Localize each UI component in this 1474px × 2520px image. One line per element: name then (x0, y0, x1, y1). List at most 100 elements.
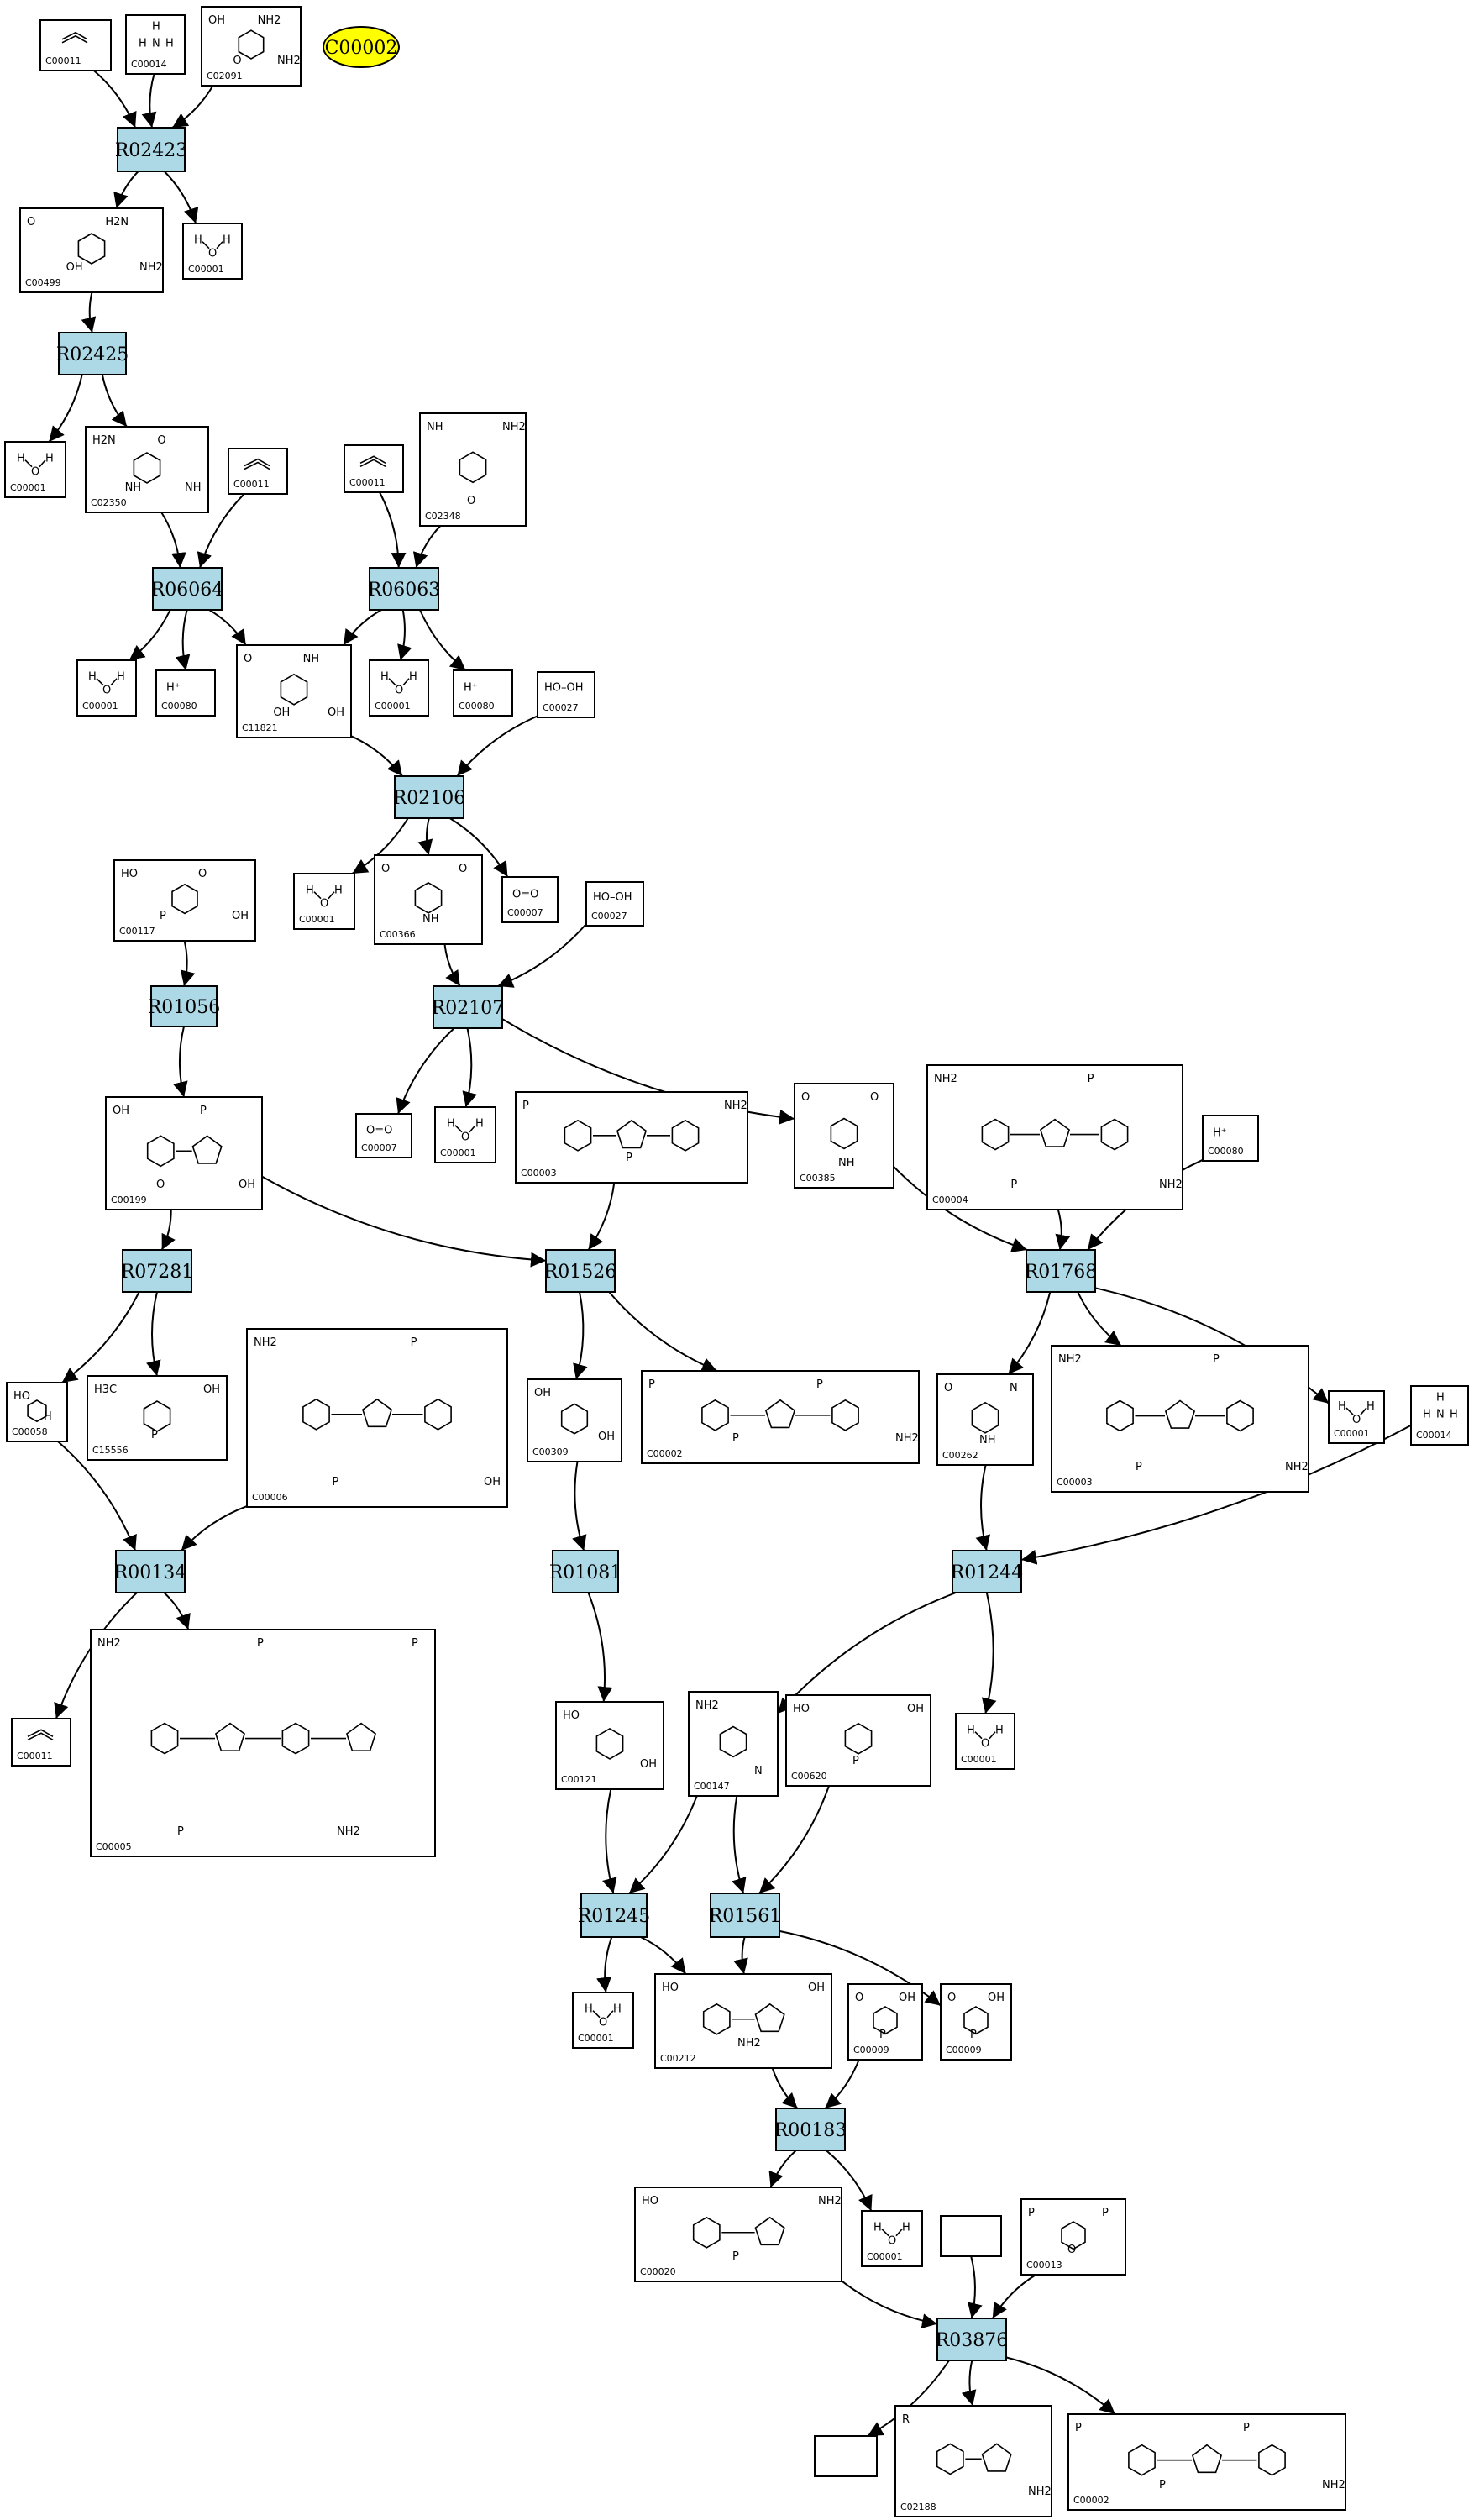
compound-box[interactable] (369, 659, 429, 717)
reaction-r07281[interactable]: R07281 (121, 1249, 194, 1293)
reaction-box[interactable] (122, 1249, 192, 1293)
reaction-box[interactable] (710, 1893, 780, 1938)
reaction-r02423[interactable]: R02423 (115, 127, 188, 172)
compound-blank_b[interactable] (814, 2435, 878, 2477)
compound-c00011_d[interactable]: C00011 (11, 1718, 71, 1767)
compound-box[interactable] (1202, 1115, 1259, 1162)
compound-box[interactable] (453, 669, 513, 717)
compound-box[interactable] (182, 223, 243, 280)
compound-box[interactable] (434, 1106, 496, 1163)
compound-box[interactable] (85, 426, 209, 513)
reaction-box[interactable] (936, 2318, 1007, 2361)
reaction-box[interactable] (580, 1893, 648, 1938)
compound-box[interactable] (814, 2435, 878, 2477)
compound-box[interactable] (344, 444, 404, 493)
reaction-box[interactable] (1026, 1249, 1096, 1293)
compound-box[interactable] (236, 644, 352, 738)
compound-box[interactable] (688, 1691, 779, 1797)
reaction-box[interactable] (369, 567, 439, 611)
reaction-r00134[interactable]: R00134 (114, 1550, 187, 1593)
reaction-box[interactable] (394, 775, 464, 819)
compound-box[interactable] (1067, 2413, 1346, 2511)
compound-box[interactable] (794, 1083, 894, 1189)
compound-box[interactable] (90, 1629, 436, 1857)
reaction-box[interactable] (952, 1550, 1022, 1593)
reaction-r01081[interactable]: R01081 (549, 1550, 622, 1593)
compound-box[interactable] (847, 1983, 923, 2061)
reaction-r01245[interactable]: R01245 (578, 1893, 651, 1938)
compound-box[interactable] (940, 2215, 1002, 2257)
compound-box[interactable] (228, 448, 288, 495)
compound-box[interactable] (894, 2405, 1052, 2517)
compound-box[interactable] (585, 881, 644, 927)
compound-box[interactable] (105, 1096, 263, 1210)
reaction-box[interactable] (775, 2108, 846, 2151)
compound-box[interactable] (11, 1718, 71, 1767)
compound-box[interactable] (634, 2187, 842, 2282)
compound-box[interactable] (19, 207, 164, 293)
compound-box[interactable] (555, 1701, 664, 1790)
compound-box[interactable] (1020, 2198, 1126, 2276)
compound-box[interactable] (374, 854, 483, 945)
compound-box[interactable] (537, 671, 595, 718)
compound-box[interactable] (1328, 1390, 1385, 1444)
compound-box[interactable] (926, 1064, 1183, 1210)
reaction-box[interactable] (150, 985, 218, 1027)
reaction-r01244[interactable]: R01244 (951, 1550, 1024, 1593)
compound-box[interactable] (113, 859, 256, 942)
compound-box[interactable] (936, 1373, 1034, 1466)
compound-box[interactable] (201, 6, 302, 87)
compound-box[interactable] (355, 1113, 412, 1158)
compound-box[interactable] (527, 1378, 622, 1462)
reaction-r03876[interactable]: R03876 (936, 2318, 1009, 2361)
reaction-r02106[interactable]: R02106 (393, 775, 466, 819)
compound-box[interactable] (572, 1992, 634, 2049)
compound-c00080_c[interactable]: H⁺C00080 (1202, 1115, 1259, 1162)
reaction-box[interactable] (545, 1249, 616, 1293)
compound-box[interactable] (785, 1694, 931, 1787)
reaction-box[interactable] (58, 332, 127, 375)
compound-c00011_c[interactable]: C00011 (344, 444, 404, 493)
reaction-r01561[interactable]: R01561 (709, 1893, 782, 1938)
reaction-r01768[interactable]: R01768 (1025, 1249, 1098, 1293)
compound-box[interactable] (155, 669, 216, 717)
compound-box[interactable] (940, 1983, 1012, 2061)
reaction-box[interactable] (433, 985, 503, 1029)
compound-box[interactable] (419, 412, 527, 527)
compound-box[interactable] (4, 441, 66, 498)
reaction-r06064[interactable]: R06064 (151, 567, 224, 611)
reaction-box[interactable] (152, 567, 223, 611)
